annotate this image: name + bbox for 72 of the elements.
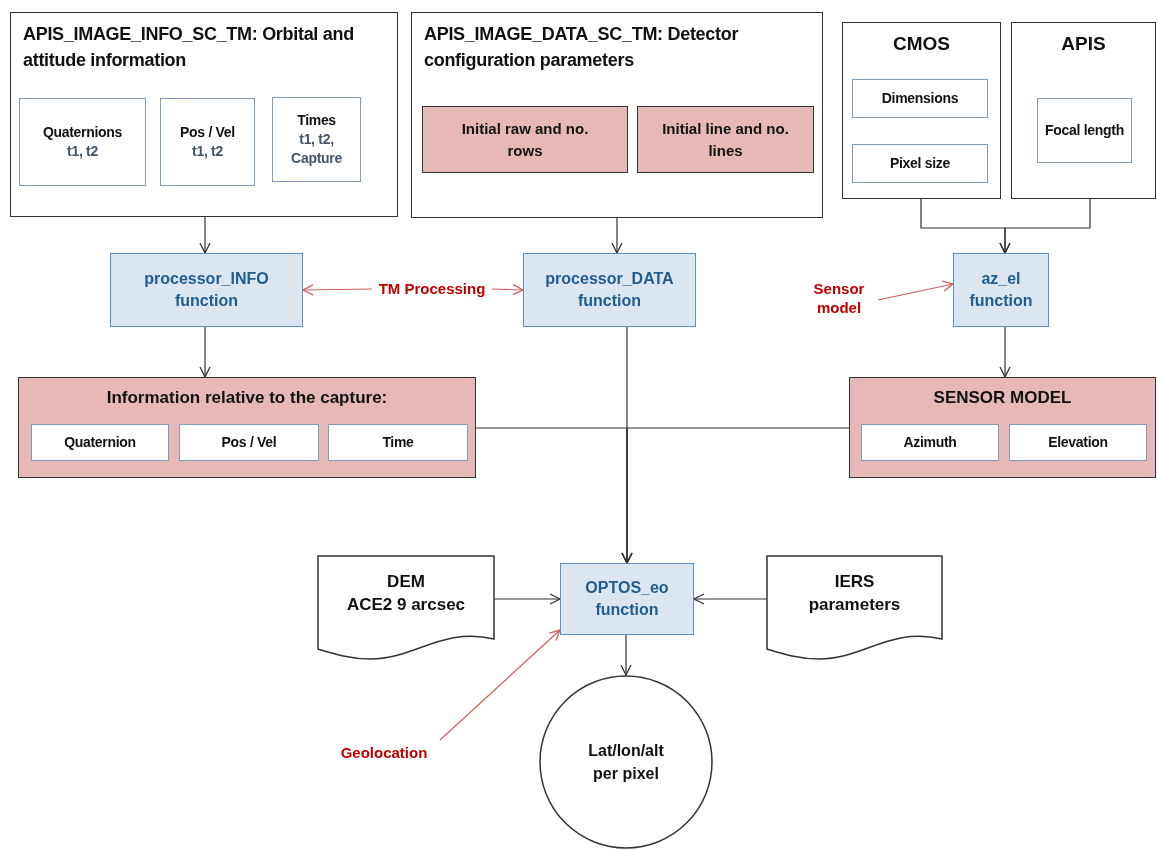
leader-arrow (439, 629, 561, 741)
arrow (199, 216, 211, 254)
box-label: t1, t2 (192, 142, 223, 161)
box-title: SENSOR MODEL (933, 388, 1072, 408)
annotation-text: Geolocation (340, 743, 428, 763)
function-label: OPTOS_eo function (584, 577, 670, 620)
parameter-box (852, 144, 988, 183)
box-label: t1, t2, Capture (290, 130, 343, 168)
arrow (199, 326, 211, 378)
box-label: Dimensions (881, 89, 959, 108)
arrow (999, 198, 1091, 254)
parameter-box (328, 424, 468, 461)
parameter-box (160, 98, 255, 186)
arrow (621, 427, 850, 564)
box-label: Times (297, 111, 336, 131)
parameter-box (1009, 424, 1147, 461)
leader-arrow (302, 284, 373, 296)
box-title: Information relative to the capture: (106, 388, 388, 408)
parameter-box (861, 424, 999, 461)
annotation-text: Sensor model (812, 278, 866, 318)
box-label: Focal length (1045, 121, 1124, 140)
parameter-box (19, 98, 146, 186)
leader-arrow (491, 284, 524, 296)
component-box (1011, 22, 1156, 199)
box-title: APIS_IMAGE_DATA_SC_TM: Detector configuration parameters (424, 23, 740, 73)
parameter-box (637, 106, 814, 173)
box-label: Pixel size (889, 154, 950, 173)
function-box (560, 563, 694, 635)
box-label: Quaternions (42, 123, 123, 142)
function-label: processor_DATA function (544, 268, 675, 311)
group-box (411, 12, 823, 218)
box-label: Time (382, 433, 414, 452)
parameter-box (272, 97, 361, 182)
output-circle (539, 675, 713, 849)
circle-label: Lat/lon/alt per pixel (587, 740, 665, 784)
box-label: Initial raw and no. rows (460, 118, 590, 161)
document-label: ACE2 9 arcsec (346, 593, 466, 616)
parameter-box (852, 79, 988, 118)
output-box (849, 377, 1156, 478)
output-box (18, 377, 476, 478)
annotation-text: TM Processing (378, 279, 486, 299)
parameter-box (422, 106, 628, 173)
function-label: az_el function (968, 268, 1034, 311)
function-box (110, 253, 303, 327)
box-title: APIS_IMAGE_INFO_SC_TM: Orbital and attitude information (23, 23, 355, 73)
box-label: t1, t2 (67, 142, 98, 161)
box-label: Pos / Vel (221, 433, 277, 452)
box-title: CMOS (893, 33, 950, 55)
arrow (494, 593, 561, 605)
leader-arrow (877, 280, 954, 301)
box-label: Elevation (1048, 433, 1108, 452)
function-box (523, 253, 696, 327)
parameter-box (31, 424, 169, 461)
function-box (953, 253, 1049, 327)
group-box (10, 12, 398, 217)
parameter-box (1037, 98, 1132, 163)
component-box (842, 22, 1001, 199)
box-label: Azimuth (903, 433, 957, 452)
arrow (611, 217, 623, 254)
arrow (999, 326, 1011, 378)
document-label: DEM (387, 571, 425, 593)
arrow (693, 593, 767, 605)
document-shape (317, 555, 495, 661)
function-label: processor_INFO function (143, 268, 270, 311)
box-title: APIS (1061, 33, 1106, 55)
document-shape (766, 555, 943, 661)
arrow (620, 634, 632, 676)
parameter-box (179, 424, 319, 461)
box-label: Initial line and no. lines (661, 118, 790, 161)
box-label: Quaternion (64, 433, 136, 452)
document-label: IERS parameters (807, 571, 902, 616)
box-label: Pos / Vel (180, 123, 235, 142)
